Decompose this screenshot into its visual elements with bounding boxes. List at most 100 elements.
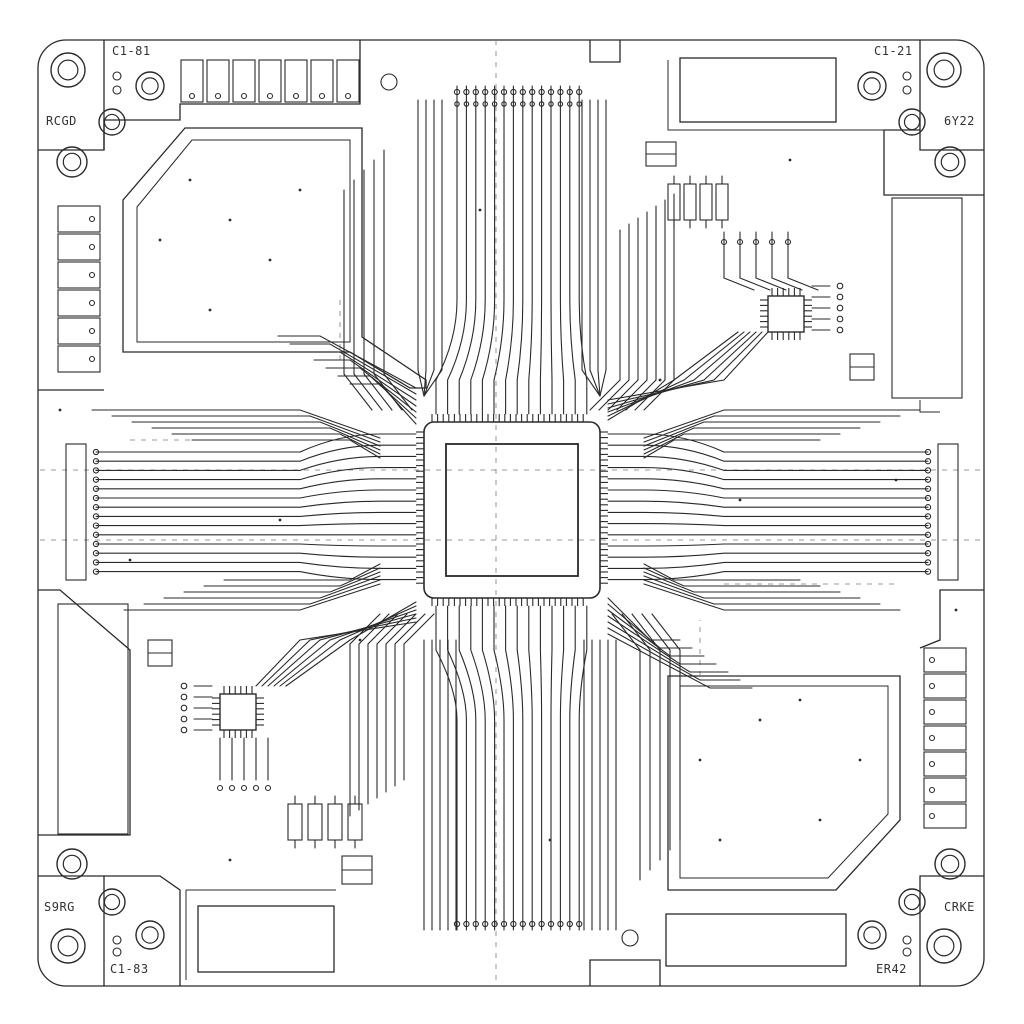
bus-trace-bottom — [493, 605, 505, 931]
bus-trace-bottom — [505, 605, 514, 931]
mounting-hole-inner — [57, 59, 79, 81]
small-ic-trace — [739, 231, 771, 291]
diagonal-trace-north-left — [373, 159, 403, 411]
bottom-right-flat-strip — [665, 913, 847, 967]
bus-pad-right — [924, 448, 932, 456]
mounting-hole-icon — [56, 848, 88, 880]
label-left-lower: S9RG — [44, 900, 75, 914]
small-ic-fan-trace — [607, 331, 757, 409]
bus-trace-bottom — [458, 605, 477, 931]
board-dot — [718, 838, 722, 842]
bus-via-top — [520, 101, 526, 107]
fan-trace-right-lower — [643, 579, 881, 605]
bus-pad-left — [92, 458, 100, 465]
bus-trace-right — [607, 511, 929, 517]
bus-pad-top — [538, 88, 545, 96]
bus-trace-top — [578, 85, 588, 415]
mounting-hole-icon — [857, 920, 887, 950]
fan-trace-left-lower — [223, 563, 381, 581]
board-dot — [128, 558, 132, 562]
bus-trace-bottom — [539, 605, 543, 931]
mounting-hole-icon — [50, 928, 86, 964]
diagonal-trace-sw — [394, 613, 426, 787]
bus-trace-right — [607, 500, 929, 508]
fan-trace-right-upper — [643, 433, 841, 455]
bus-trace-left — [95, 489, 417, 499]
board-dot — [954, 608, 958, 612]
top-left-pad-outer — [122, 127, 427, 389]
fan-trace-left-lower — [203, 567, 381, 587]
bus-pad-left — [92, 550, 100, 557]
mounting-hole-icon — [926, 928, 962, 964]
bus-pad-top — [482, 88, 489, 96]
fan-trace-left-upper — [171, 433, 381, 455]
diagonal-trace-sw — [385, 613, 417, 793]
fan-trace-right-lower — [643, 583, 901, 611]
connector-pin-right — [923, 803, 967, 829]
bus-trace-left — [95, 478, 417, 490]
bus-via-top — [510, 101, 517, 107]
small-ic-via — [228, 784, 236, 792]
bus-pad-top — [463, 88, 470, 96]
mounting-hole-inner — [903, 893, 921, 911]
bus-trace-left — [95, 500, 417, 508]
board-dot — [278, 518, 282, 522]
bus-pad-left — [92, 540, 100, 548]
board-dot — [758, 718, 762, 722]
diagonal-trace-ne — [616, 211, 648, 411]
connector-pin-hole — [928, 734, 936, 742]
bus-pad-left — [92, 467, 100, 474]
fan-trace-left-upper — [191, 439, 381, 459]
small-ic-fan-trace — [607, 331, 763, 405]
bus-pad-left — [92, 485, 100, 492]
bus-pad-right — [924, 476, 932, 483]
mounting-hole-inner — [933, 59, 955, 81]
small-ic-fan-trace — [279, 605, 417, 687]
connector-pin-hole — [928, 812, 936, 820]
connector-pin-right — [923, 699, 967, 725]
small-via-icon — [902, 71, 912, 81]
connector-pin-top — [232, 59, 256, 103]
board-dot — [698, 758, 702, 762]
fan-trace-right-upper — [643, 439, 821, 459]
small-ic-via — [736, 238, 744, 246]
bus-pad-left — [92, 513, 100, 520]
mounting-hole-inner — [141, 926, 159, 944]
bus-pad-left — [92, 504, 100, 511]
connector-pin-top — [180, 59, 204, 103]
bus-pad-bottom — [576, 920, 583, 928]
small-ic-trace — [787, 231, 819, 291]
bus-side-trace — [589, 99, 601, 397]
fan-trace-left-upper — [131, 421, 381, 447]
small-ic-fan-trace — [607, 331, 739, 421]
small-ic-lead-pad — [180, 726, 188, 734]
mounting-hole-icon — [934, 146, 966, 178]
fan-trace-left-upper — [111, 415, 381, 443]
bus-trace-left — [95, 571, 417, 581]
bus-via-top — [473, 101, 479, 107]
bus-trace-bottom — [569, 605, 576, 931]
board-dot — [158, 238, 162, 242]
bus-trace-top — [505, 85, 514, 415]
mounting-hole-inner — [863, 926, 881, 944]
bus-pad-left — [92, 522, 100, 529]
bus-pad-bottom — [547, 920, 555, 928]
bus-pad-top — [576, 88, 583, 96]
right-upper-side-pad — [891, 197, 963, 399]
bus-pad-left — [92, 476, 100, 483]
board-dot — [208, 308, 212, 312]
connector-pin-right — [923, 751, 967, 777]
board-dot — [358, 638, 362, 642]
diagonal-trace-nw — [289, 343, 417, 395]
bottom-right-pad-inner — [679, 685, 889, 879]
bus-trace-left — [95, 561, 417, 569]
mounting-hole-inner — [940, 854, 960, 874]
bus-pad-top — [557, 88, 564, 96]
bus-pad-bottom — [491, 920, 498, 928]
edge-connector-right — [937, 443, 959, 581]
board-dot — [858, 758, 862, 762]
region-bottom-left — [38, 589, 181, 986]
mounting-hole-icon — [50, 52, 86, 88]
mounting-hole-icon — [56, 146, 88, 178]
